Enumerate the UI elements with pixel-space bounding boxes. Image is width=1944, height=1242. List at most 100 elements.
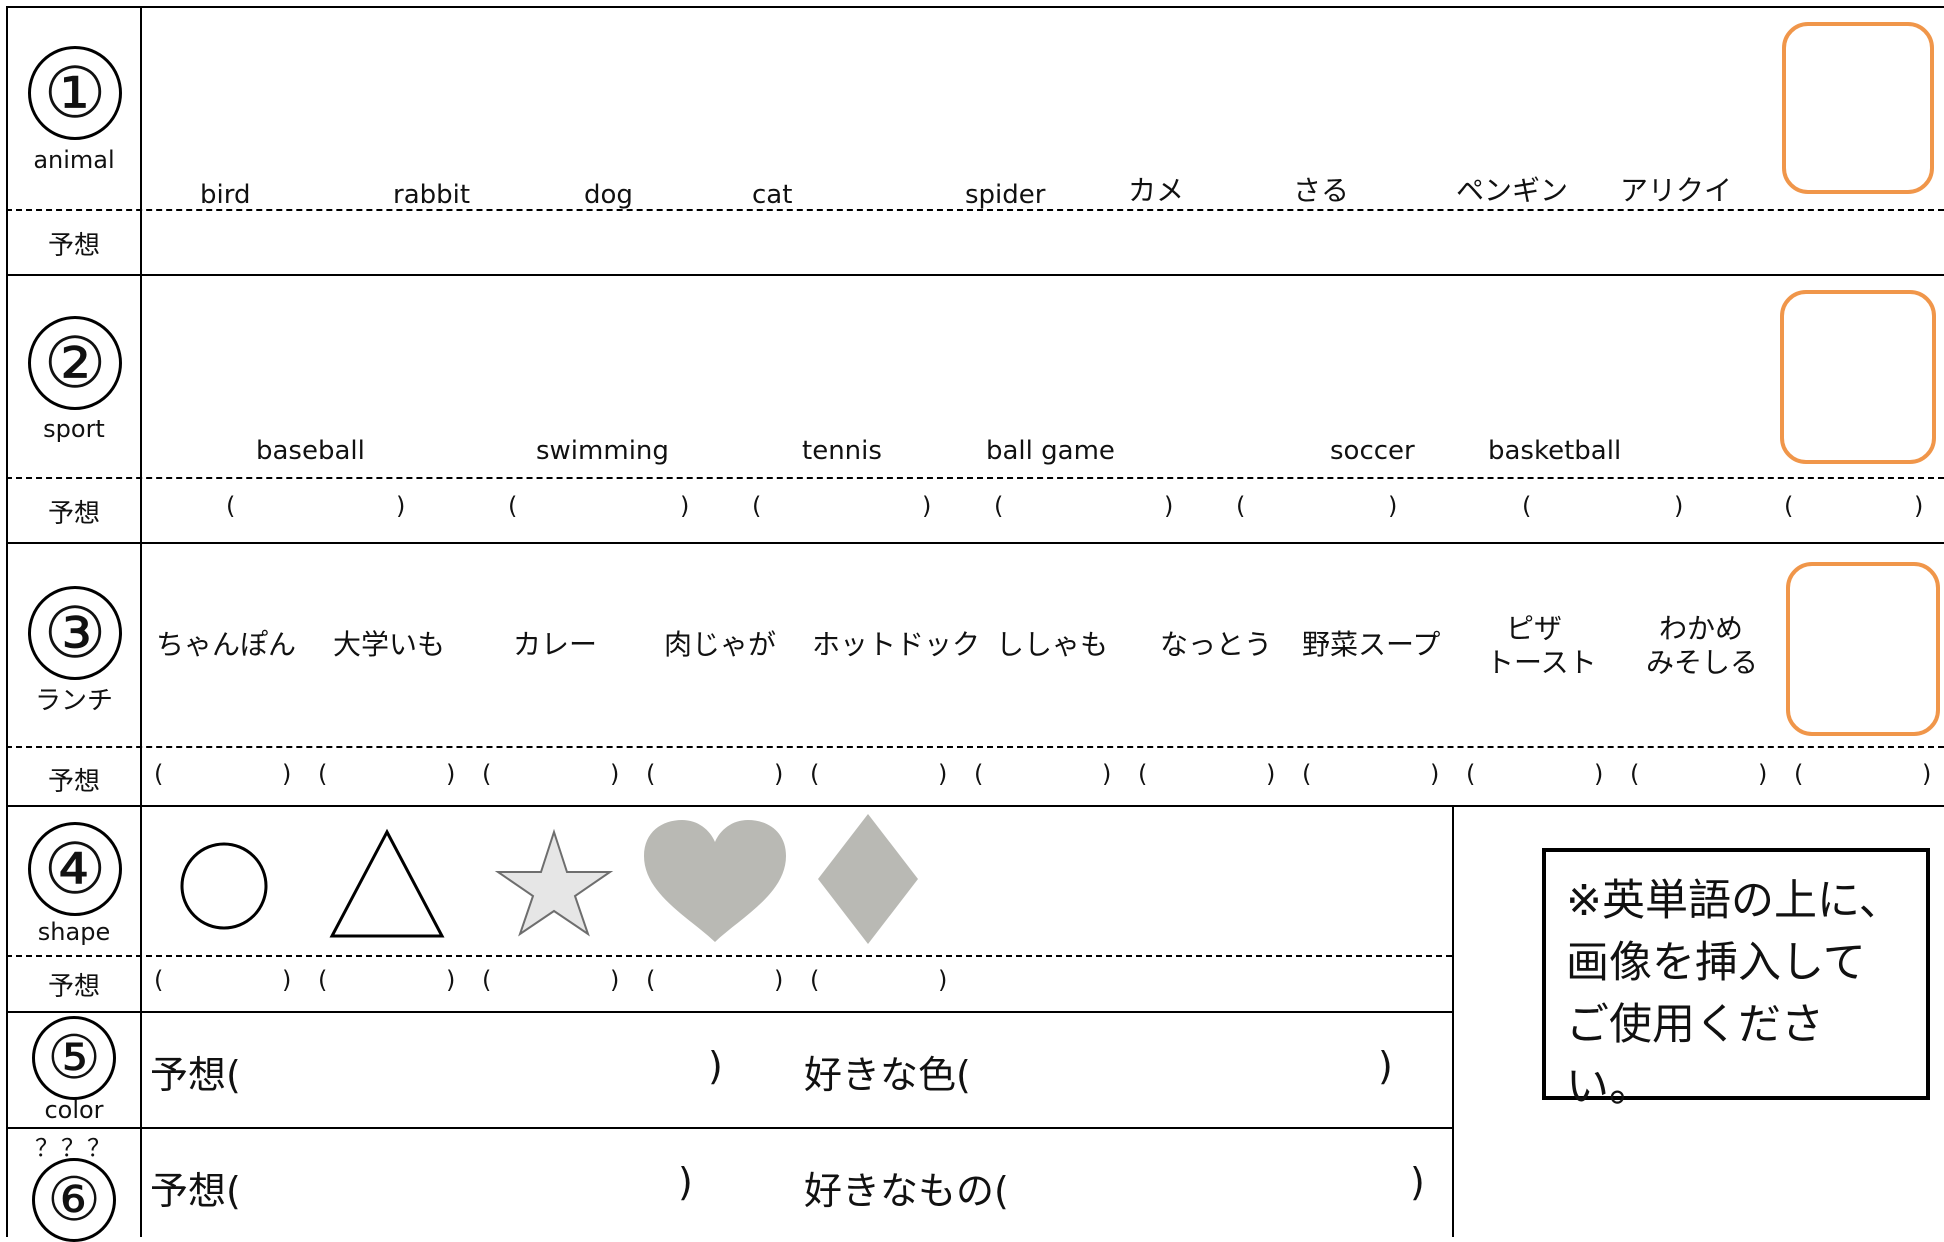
paren-row4-4-open: ( [646, 966, 656, 994]
paren-row2-3-close: ) [922, 492, 932, 520]
s1-dashed-divider [6, 209, 1944, 211]
food-pizza-toast: ピザ トースト [1486, 612, 1597, 679]
s3-bottom-border [6, 805, 1944, 807]
s4-dashed-divider [6, 955, 1452, 957]
paren-row2-5-close: ) [1388, 492, 1398, 520]
paren-row3-4-close: ) [774, 760, 784, 788]
paren-row3-5-open: ( [810, 760, 820, 788]
paren-row3-3-close: ) [610, 760, 620, 788]
paren-row4-1-close: ) [282, 966, 292, 994]
left-border [6, 6, 8, 1237]
section-number-2: ② [28, 316, 122, 410]
paren-row3-2-open: ( [318, 760, 328, 788]
word-arikui: アリクイ [1620, 174, 1733, 207]
paren-row3-2-close: ) [446, 760, 456, 788]
paren-row4-3-close: ) [610, 966, 620, 994]
paren-row2-7-open: ( [1784, 492, 1794, 520]
food-curry: カレー [513, 628, 598, 661]
word-penguin: ペンギン [1456, 174, 1569, 207]
paren-row2-2-open: ( [508, 492, 518, 520]
yoso-label-3: 予想 [47, 767, 100, 797]
paren-row4-5-close: ) [938, 966, 948, 994]
yoso-thing-close: ) [678, 1160, 693, 1204]
paren-row3-10-close: ) [1758, 760, 1768, 788]
section-number-5: ⑤ [32, 1016, 116, 1100]
paren-row3-1-close: ) [282, 760, 292, 788]
yoso-label-1: 予想 [47, 231, 100, 261]
paren-row4-3-open: ( [482, 966, 492, 994]
paren-row4-1-open: ( [154, 966, 164, 994]
word-rabbit: rabbit [393, 180, 471, 210]
yoso-label-2: 予想 [47, 499, 100, 529]
favorite-thing-label: 好きなもの( [804, 1169, 1009, 1213]
food-champon: ちゃんぽん [156, 628, 297, 661]
paren-row3-8-open: ( [1302, 760, 1312, 788]
image-placeholder-box-1[interactable] [1782, 22, 1934, 194]
favorite-thing-close: ) [1410, 1160, 1425, 1204]
yoso-color-close: ) [708, 1044, 723, 1088]
paren-row2-1-close: ) [396, 492, 406, 520]
paren-row3-10-open: ( [1630, 760, 1640, 788]
food-miso-line1: わかめ [1658, 612, 1743, 645]
favorite-color-label: 好きな色( [804, 1053, 971, 1097]
image-placeholder-box-3[interactable] [1786, 562, 1940, 736]
paren-row3-11-open: ( [1794, 760, 1804, 788]
section-number-1: ① [28, 46, 122, 140]
food-nikujaga: 肉じゃが [664, 628, 777, 661]
paren-row2-6-close: ) [1674, 492, 1684, 520]
s2-dashed-divider [6, 477, 1944, 479]
paren-row3-9-open: ( [1466, 760, 1476, 788]
word-kame: カメ [1128, 174, 1185, 207]
section-label-shape: shape [37, 918, 111, 946]
word-bird: bird [200, 180, 251, 210]
paren-row4-2-open: ( [318, 966, 328, 994]
paren-row4-2-close: ) [446, 966, 456, 994]
paren-row4-5-open: ( [810, 966, 820, 994]
food-natto: なっとう [1160, 628, 1273, 661]
paren-row2-6-open: ( [1522, 492, 1532, 520]
paren-row2-5-open: ( [1236, 492, 1246, 520]
yoso-thing-label: 予想( [150, 1169, 241, 1213]
word-swimming: swimming [536, 436, 669, 466]
section-label-sport: sport [43, 415, 105, 443]
label-column-divider [140, 6, 142, 1237]
word-soccer: soccer [1330, 436, 1415, 466]
word-ball-game: ball game [986, 436, 1115, 466]
food-pizza-line2: トースト [1486, 645, 1597, 679]
food-miso-line2: みそしる [1646, 645, 1759, 679]
paren-row2-4-close: ) [1164, 492, 1174, 520]
section-label-animal: animal [33, 146, 115, 174]
yoso-label-4: 予想 [47, 972, 100, 1002]
paren-row3-3-open: ( [482, 760, 492, 788]
word-dog: dog [584, 180, 633, 210]
note-line-3: ご使用ください。 [1566, 1000, 1824, 1112]
word-saru: さる [1293, 174, 1350, 207]
paren-row2-1-open: ( [226, 492, 236, 520]
section-label-color: color [44, 1096, 104, 1124]
word-tennis: tennis [802, 436, 882, 466]
image-placeholder-box-2[interactable] [1780, 290, 1936, 464]
s4-bottom-border [6, 1011, 1452, 1013]
s5-bottom-border [6, 1127, 1452, 1129]
instruction-note: ※英単語の上に、 画像を挿入して ご使用ください。 [1542, 848, 1930, 1112]
food-daigaku-imo: 大学いも [333, 628, 446, 661]
heart-icon [644, 820, 786, 942]
note-line-1: ※英単語の上に、 [1566, 876, 1902, 926]
triangle-icon [329, 828, 445, 938]
section-label-lunch: ランチ [34, 686, 113, 716]
paren-row3-6-open: ( [974, 760, 984, 788]
paren-row3-8-close: ) [1430, 760, 1440, 788]
food-hotdog: ホットドック [812, 628, 981, 661]
word-baseball: baseball [256, 436, 365, 466]
star-icon [494, 828, 614, 937]
s3-dashed-divider [6, 746, 1944, 748]
paren-row2-2-close: ) [680, 492, 690, 520]
section-number-4: ④ [28, 822, 122, 916]
word-spider: spider [965, 180, 1046, 210]
paren-row3-9-close: ) [1594, 760, 1604, 788]
s1-bottom-border [6, 274, 1944, 276]
word-cat: cat [752, 180, 793, 210]
paren-row3-7-close: ) [1266, 760, 1276, 788]
paren-row3-7-open: ( [1138, 760, 1148, 788]
diamond-icon [818, 814, 918, 944]
